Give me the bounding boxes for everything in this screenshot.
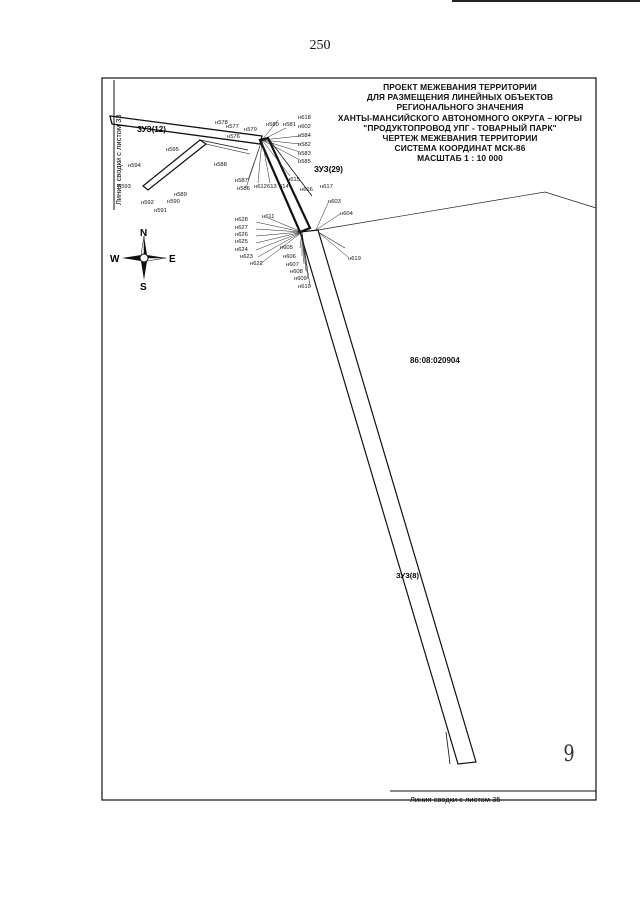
zone-label-zu29: ЗУЗ(29): [314, 165, 343, 174]
point-label: н593: [118, 184, 131, 190]
point-label: н594: [128, 163, 142, 169]
compass-e-label: E: [169, 254, 176, 265]
point-label: н582: [298, 142, 311, 148]
point-label: н586: [237, 186, 250, 192]
page-number: 250: [309, 38, 331, 53]
point-label: н619: [348, 256, 361, 262]
point-label: н605: [280, 245, 293, 251]
point-label: н609: [294, 276, 307, 282]
point-label: н602: [298, 124, 311, 130]
compass-s-label: S: [140, 282, 147, 293]
title-line: СИСТЕМА КООРДИНАТ МСК-86: [394, 143, 526, 154]
zone-label-zu12: ЗУЗ(12): [137, 125, 166, 134]
title-line: ДЛЯ РАЗМЕЩЕНИЯ ЛИНЕЙНЫХ ОБЪЕКТОВ: [366, 92, 554, 103]
map-frame: [101, 77, 597, 801]
title-line: ЧЕРТЕЖ МЕЖЕВАНИЯ ТЕРРИТОРИИ: [382, 133, 538, 144]
point-label: н617: [320, 184, 333, 190]
corridor-zu29: [258, 136, 312, 234]
point-label: н579: [244, 127, 257, 133]
point-label: н576: [227, 134, 240, 140]
point-label: н588: [214, 162, 227, 168]
point-label: н581: [283, 122, 296, 128]
title-line: ХАНТЫ-МАНСИЙСКОГО АВТОНОМНОГО ОКРУГА – Ю…: [337, 112, 583, 123]
drawing-title-block: ПРОЕКТ МЕЖЕВАНИЯ ТЕРРИТОРИИ ДЛЯ РАЗМЕЩЕН…: [330, 82, 590, 164]
point-label: н622: [250, 261, 263, 267]
point-label: н628: [235, 217, 248, 223]
point-label: 614: [279, 184, 289, 190]
corridor-zu29-edge: [267, 137, 313, 197]
parcel-boundary-line: [317, 231, 346, 249]
point-label: н591: [154, 208, 167, 214]
point-label: н623: [240, 254, 253, 260]
compass-rose: [122, 235, 167, 280]
cadastral-quarter-id: 86:08:020904: [410, 356, 460, 365]
point-label: н626: [235, 232, 248, 238]
point-label: н592: [141, 200, 154, 206]
point-label: н611: [262, 214, 274, 220]
point-label: н625: [235, 239, 248, 245]
point-label: н587: [235, 178, 248, 184]
point-label: н608: [290, 269, 303, 275]
point-label: н583: [298, 151, 311, 157]
title-line: "ПРОДУКТОПРОВОД УПГ - ТОВАРНЫЙ ПАРК": [363, 122, 557, 133]
corridor-zu12-branch-edge: [199, 139, 249, 151]
point-label: н577: [226, 124, 239, 130]
point-label: н584: [298, 133, 312, 139]
point-label: н590: [167, 199, 180, 205]
point-label: н595: [166, 147, 179, 153]
compass-n-label: N: [140, 228, 147, 239]
frame-top-strip: [452, 0, 640, 2]
point-label: н610: [298, 284, 311, 290]
point-label: н604: [340, 211, 354, 217]
point-label: н578: [215, 120, 228, 126]
point-label: н618: [298, 115, 311, 121]
point-label: н624: [235, 247, 249, 253]
point-label: н615: [287, 177, 300, 183]
point-label: н606: [283, 254, 296, 260]
corridor-zu8: [299, 229, 477, 765]
point-labels: н578 н577 н576 н579 н595 н594 н593 н592 …: [118, 115, 361, 290]
title-line: ПРОЕКТ МЕЖЕВАНИЯ ТЕРРИТОРИИ: [383, 82, 537, 92]
match-line-bottom-label: Линия сводки с листом 35: [410, 795, 500, 804]
point-label: н612: [254, 184, 267, 190]
point-label: н607: [286, 262, 299, 268]
point-label: н627: [235, 225, 248, 231]
handwritten-mark: 9: [563, 742, 575, 767]
corridor-zu8-end: [445, 731, 451, 765]
leader-lines-junction-east: [255, 202, 349, 287]
corridor-zu12: [109, 115, 263, 145]
point-label: н589: [174, 192, 187, 198]
title-line: РЕГИОНАЛЬНОГО ЗНАЧЕНИЯ: [396, 102, 524, 113]
match-line-left-label: Линия сводки с листом 33: [114, 115, 123, 205]
zone-label-zu8: ЗУЗ(8): [396, 571, 419, 580]
leader-lines-junction-west: [245, 119, 301, 189]
point-label: 613: [267, 184, 277, 190]
point-label: н603: [328, 199, 341, 205]
title-line: МАСШТАБ 1 : 10 000: [417, 153, 503, 164]
point-label: н616: [300, 187, 313, 193]
point-label: н585: [298, 159, 311, 165]
parcel-boundary-line: [317, 191, 597, 231]
compass-w-label: W: [110, 254, 120, 265]
corridor-zu12-branch-edge: [205, 143, 251, 155]
point-label: н580: [266, 122, 279, 128]
